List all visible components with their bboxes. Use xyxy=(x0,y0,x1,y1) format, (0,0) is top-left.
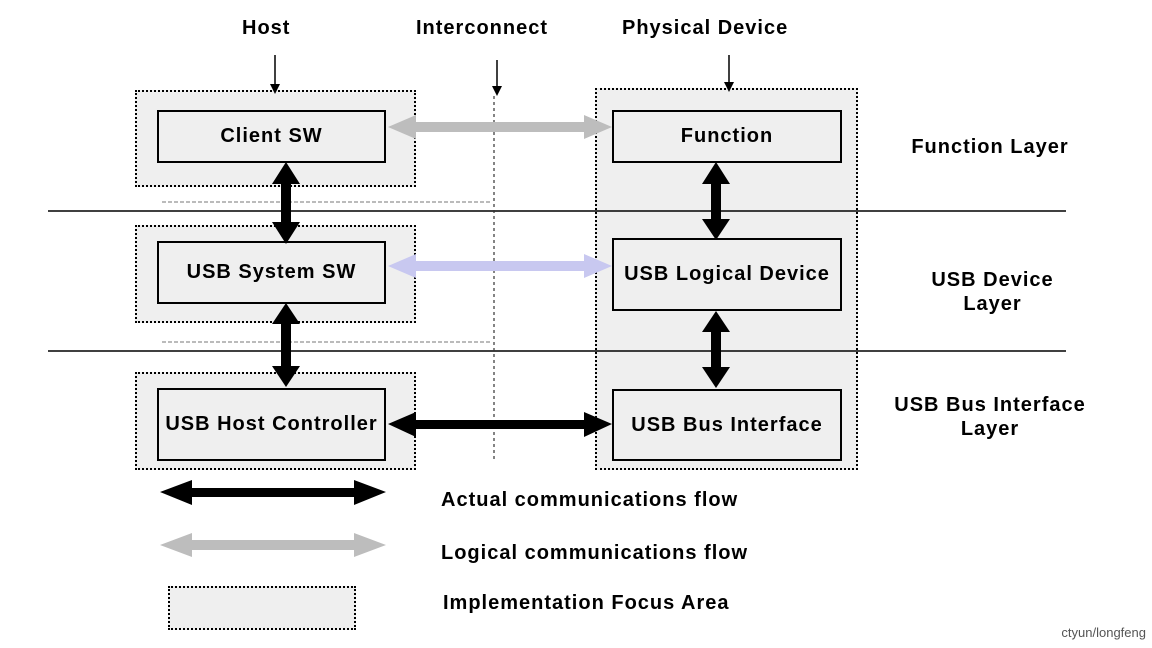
legend-focus-area-swatch xyxy=(168,586,356,630)
actual-flow-arrow-device-upper xyxy=(702,162,730,240)
watermark: ctyun/longfeng xyxy=(1061,625,1146,640)
interconnect-pointer-arrow xyxy=(492,60,502,96)
legend-logical-flow-arrow xyxy=(160,533,386,557)
column-title-host: Host xyxy=(242,17,291,39)
usb-bus-interface-box: USB Bus Interface xyxy=(612,389,842,461)
actual-flow-arrow-bus xyxy=(388,412,612,437)
actual-flow-arrow-device-lower xyxy=(702,311,730,388)
usb-system-sw-box: USB System SW xyxy=(157,241,386,304)
function-layer-label: Function Layer xyxy=(911,136,1069,158)
function-box: Function xyxy=(612,110,842,163)
usb-logical-device-box: USB Logical Device xyxy=(612,238,842,311)
host-pointer-arrow xyxy=(270,55,280,94)
column-title-interconnect: Interconnect xyxy=(416,17,549,39)
legend-focus-label: Implementation Focus Area xyxy=(443,592,730,614)
actual-flow-arrow-host-lower xyxy=(272,303,300,387)
column-title-physical-device: Physical Device xyxy=(622,17,789,39)
actual-flow-arrow-host-upper xyxy=(272,162,300,244)
usb-bus-interface-layer-label: USB Bus Interface Layer xyxy=(894,394,1086,440)
client-sw-box: Client SW xyxy=(157,110,386,163)
logical-flow-arrow-usb-device xyxy=(388,254,612,278)
usb-host-controller-box: USB Host Controller xyxy=(157,388,386,461)
logical-flow-arrow-function xyxy=(388,115,612,139)
legend-actual-label: Actual communications flow xyxy=(441,489,739,511)
legend-actual-flow-arrow xyxy=(160,480,386,505)
device-pointer-arrow xyxy=(724,55,734,92)
usb-device-layer-label: USB Device Layer xyxy=(931,269,1054,315)
legend-logical-label: Logical communications flow xyxy=(441,542,749,564)
